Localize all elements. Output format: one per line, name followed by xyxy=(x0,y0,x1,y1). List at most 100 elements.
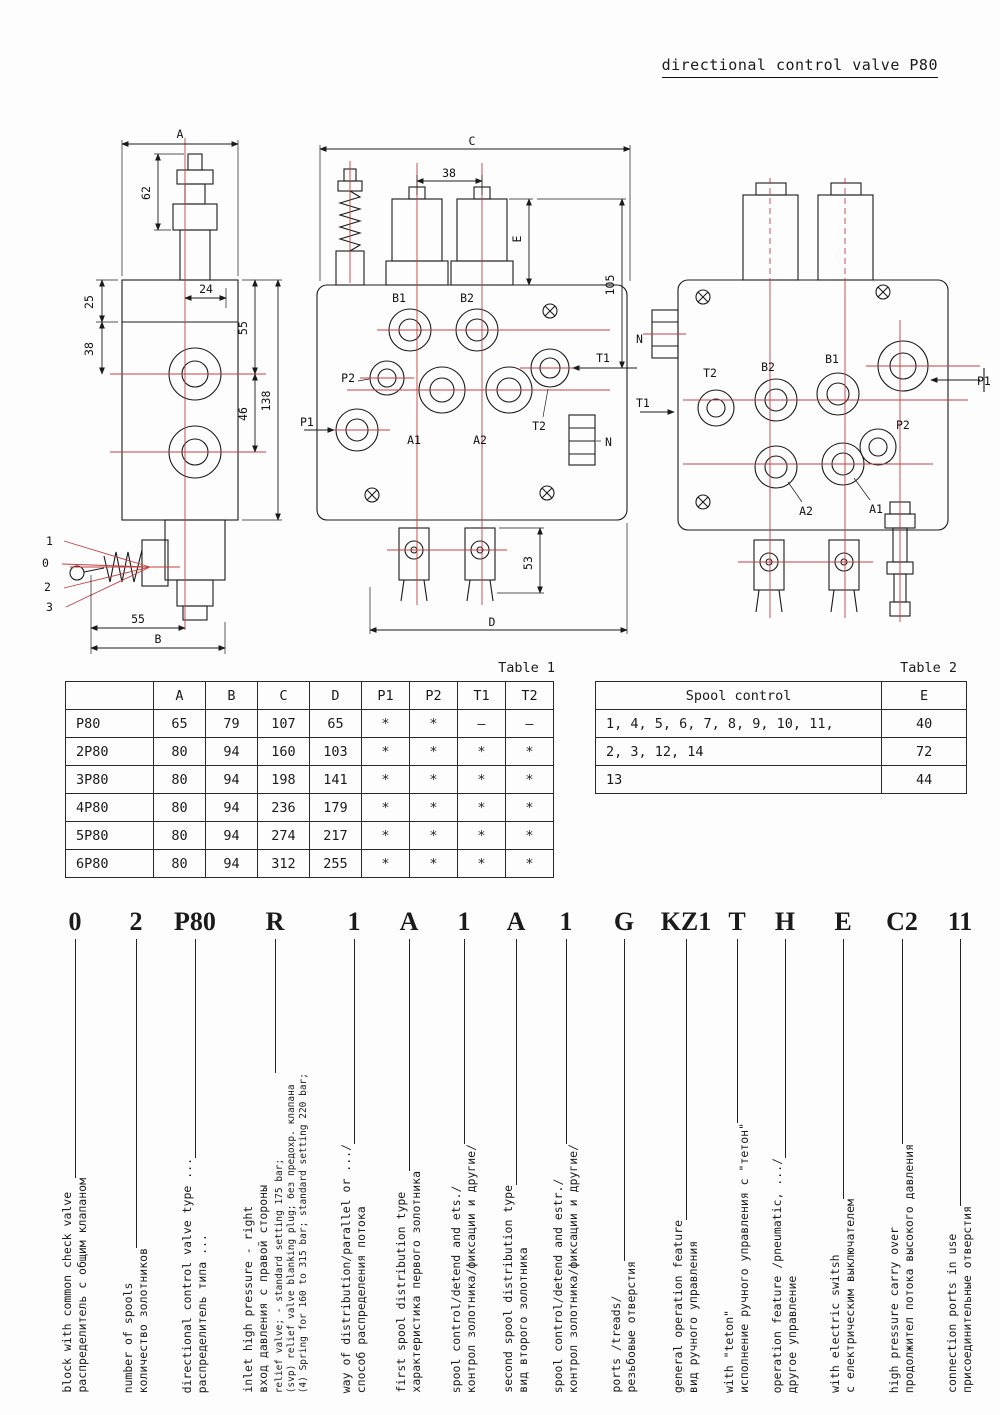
table-cell: 6P80 xyxy=(65,849,154,878)
ordering-description: inlet high pressure - right вход давлени… xyxy=(240,1185,270,1393)
table-header-row: A B C D P1 P2 T1 T2 xyxy=(65,681,554,710)
dim-label-62: 62 xyxy=(139,186,153,200)
ordering-connector-line xyxy=(194,939,196,1158)
port-label-P1: P1 xyxy=(977,374,991,388)
port-label-N: N xyxy=(605,435,612,449)
table2-caption: Table 2 xyxy=(900,660,957,676)
table-cell: * xyxy=(457,737,506,766)
front-view-drawing: C 38 E 105 53 D B1 B2 P2 P1 A1 A2 T1 T2 … xyxy=(300,135,637,634)
ordering-column-8: 1 spool control/detend and estr./ контро… xyxy=(540,905,592,1393)
ordering-connector-line xyxy=(74,939,76,1179)
ordering-code: T xyxy=(728,907,746,936)
table-cell: 80 xyxy=(153,849,206,878)
table-cell: 94 xyxy=(205,793,258,822)
table-cell: 3P80 xyxy=(65,765,154,794)
ordering-code: 2 xyxy=(129,907,143,936)
table-row: 5P80 80 94 274 217 * * * * xyxy=(65,821,554,850)
table-cell: 198 xyxy=(257,765,310,794)
ordering-connector-line xyxy=(463,939,465,1144)
page-title: directional control valve P80 xyxy=(661,56,938,78)
ordering-column-0: 0 block with common check valve распреде… xyxy=(44,905,106,1393)
flow-arrows xyxy=(640,377,980,415)
lever-position-1: 1 xyxy=(46,534,53,548)
port-label-B1: B1 xyxy=(392,291,406,305)
table-cell: – xyxy=(505,709,554,738)
ordering-connector-line xyxy=(623,939,625,1262)
dim-label-B: B xyxy=(155,632,162,646)
table-cell: * xyxy=(361,821,410,850)
ordering-description: general operation feature вид ручного уп… xyxy=(671,1219,700,1393)
ordering-connector-line xyxy=(842,939,844,1200)
table2-block: Table 2 Spool control E 1, 4, 5, 6, 7, 8… xyxy=(594,660,967,878)
column-header: P2 xyxy=(409,681,458,710)
ordering-code: 1 xyxy=(347,907,361,936)
column-header: Spool control xyxy=(594,681,883,710)
table-cell: * xyxy=(361,793,410,822)
dim-label-46: 46 xyxy=(236,407,250,421)
table-row: 6P80 80 94 312 255 * * * * xyxy=(65,849,554,878)
ordering-connector-line xyxy=(408,939,410,1172)
table-cell: 141 xyxy=(309,765,362,794)
dim-label-E: E xyxy=(510,235,524,242)
table-cell: 179 xyxy=(309,793,362,822)
ordering-code: C2 xyxy=(886,907,918,936)
port-label-A2: A2 xyxy=(799,504,813,518)
ordering-description: directional control valve type ... распр… xyxy=(180,1157,209,1393)
table-row: 4P80 80 94 236 179 * * * * xyxy=(65,793,554,822)
centerlines xyxy=(643,178,980,622)
ordering-column-5: A first spool distribution type характер… xyxy=(382,905,436,1393)
table-header-row: Spool control E xyxy=(594,681,967,710)
ordering-connector-line xyxy=(901,939,903,1144)
dim-label-C: C xyxy=(469,135,476,148)
ordering-column-14: C2 high pressure carry over продолжител … xyxy=(874,905,930,1393)
table-cell: * xyxy=(409,765,458,794)
centerlines xyxy=(310,161,637,605)
ordering-column-15: 11 connection ports in use присоединител… xyxy=(930,905,990,1393)
table-cell: * xyxy=(361,765,410,794)
port-label-A2: A2 xyxy=(473,433,487,447)
column-header: T1 xyxy=(457,681,506,710)
table-cell: * xyxy=(409,849,458,878)
ordering-column-1: 2 number of spools количество золотников xyxy=(106,905,166,1393)
ordering-description: block with common check valve распредели… xyxy=(60,1178,89,1393)
ordering-code: A xyxy=(399,907,419,936)
ordering-column-9: G ports /treads/ резьбовые отверстия xyxy=(592,905,656,1393)
dim-label-55-bottom: 55 xyxy=(131,612,145,626)
dim-label-25: 25 xyxy=(82,295,96,309)
table-cell: 72 xyxy=(881,737,967,766)
ordering-code: R xyxy=(265,907,285,936)
table1-caption: Table 1 xyxy=(498,660,555,676)
table-cell: 80 xyxy=(153,765,206,794)
table-cell: 312 xyxy=(257,849,310,878)
table1-block: Table 1 A B C D P1 P2 T1 T2 xyxy=(65,660,565,878)
ordering-code: E xyxy=(834,907,852,936)
table-cell: * xyxy=(505,849,554,878)
dim-label-55: 55 xyxy=(236,321,250,335)
ordering-description: with electric switsh с електрическим вык… xyxy=(828,1199,857,1393)
table-cell: 217 xyxy=(309,821,362,850)
table-cell: * xyxy=(409,793,458,822)
table-cell: 236 xyxy=(257,793,310,822)
lever-position-0: 0 xyxy=(42,556,49,570)
port-label-T1: T1 xyxy=(636,396,650,410)
port-label-A1: A1 xyxy=(869,502,883,516)
table-cell: 44 xyxy=(881,765,967,794)
tables-section: Table 1 A B C D P1 P2 T1 T2 xyxy=(65,660,967,878)
dimension-lines xyxy=(304,146,637,633)
table-cell: * xyxy=(409,821,458,850)
dim-label-105: 105 xyxy=(603,275,617,296)
ordering-description: high pressure carry over продолжител пот… xyxy=(887,1143,916,1393)
ordering-description: spool control/detend and ets./ контрол з… xyxy=(449,1143,478,1393)
port-label-T2: T2 xyxy=(703,366,717,380)
dim-label-138: 138 xyxy=(259,391,273,412)
table-cell: * xyxy=(505,793,554,822)
port-label-P2: P2 xyxy=(896,418,910,432)
table-cell: 2, 3, 12, 14 xyxy=(594,737,883,766)
port-label-B1: B1 xyxy=(825,352,839,366)
port-label-A1: A1 xyxy=(407,433,421,447)
table-row: P80 65 79 107 65 * * – – xyxy=(65,709,554,738)
side-view-drawing: A 62 25 38 24 55 46 138 55 B 1 0 2 3 xyxy=(42,127,282,654)
port-label-P1: P1 xyxy=(300,415,314,429)
table-cell: 79 xyxy=(205,709,258,738)
